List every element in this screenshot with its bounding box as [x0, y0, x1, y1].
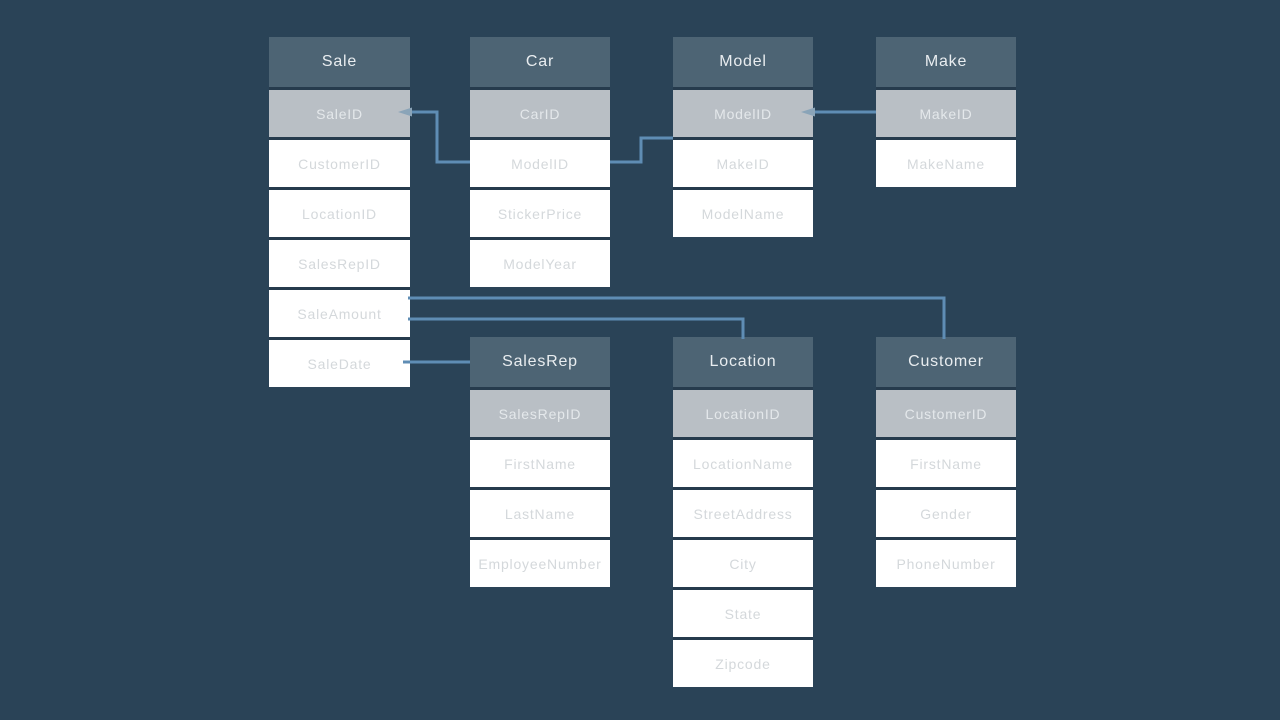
- table-make-field-makename: MakeName: [876, 137, 1016, 187]
- table-sale-field-locationid: LocationID: [269, 187, 410, 237]
- table-location-field-locationname: LocationName: [673, 437, 813, 487]
- table-car-pk-carid: CarID: [470, 87, 610, 137]
- table-salesrep: SalesRep SalesRepID FirstName LastName E…: [470, 337, 610, 587]
- table-salesrep-title: SalesRep: [470, 337, 610, 387]
- table-location-field-zipcode: Zipcode: [673, 637, 813, 687]
- table-car-field-modelyear: ModelYear: [470, 237, 610, 287]
- table-car-field-modelid: ModelID: [470, 137, 610, 187]
- table-sale-field-saleamount: SaleAmount: [269, 287, 410, 337]
- table-customer-pk-customerid: CustomerID: [876, 387, 1016, 437]
- table-location-title: Location: [673, 337, 813, 387]
- table-salesrep-pk-salesrepid: SalesRepID: [470, 387, 610, 437]
- table-model: Model ModelID MakeID ModelName: [673, 37, 813, 237]
- connector-sale-car: [410, 110, 470, 164]
- table-car: Car CarID ModelID StickerPrice ModelYear: [470, 37, 610, 287]
- table-customer: Customer CustomerID FirstName Gender Pho…: [876, 337, 1016, 587]
- table-sale: Sale SaleID CustomerID LocationID SalesR…: [269, 37, 410, 387]
- table-customer-field-gender: Gender: [876, 487, 1016, 537]
- table-customer-title: Customer: [876, 337, 1016, 387]
- table-make-title: Make: [876, 37, 1016, 87]
- table-model-field-makeid: MakeID: [673, 137, 813, 187]
- table-location-field-streetaddress: StreetAddress: [673, 487, 813, 537]
- table-sale-field-saledate: SaleDate: [269, 337, 410, 387]
- connector-car-model: [610, 136, 673, 164]
- table-location: Location LocationID LocationName StreetA…: [673, 337, 813, 687]
- table-salesrep-field-lastname: LastName: [470, 487, 610, 537]
- connector-sale-location: [408, 317, 745, 339]
- table-sale-pk-saleid: SaleID: [269, 87, 410, 137]
- table-location-pk-locationid: LocationID: [673, 387, 813, 437]
- table-car-field-stickerprice: StickerPrice: [470, 187, 610, 237]
- table-location-field-city: City: [673, 537, 813, 587]
- table-sale-field-customerid: CustomerID: [269, 137, 410, 187]
- table-sale-field-salesrepid: SalesRepID: [269, 237, 410, 287]
- table-model-title: Model: [673, 37, 813, 87]
- table-model-field-modelname: ModelName: [673, 187, 813, 237]
- table-customer-field-phonenumber: PhoneNumber: [876, 537, 1016, 587]
- table-car-title: Car: [470, 37, 610, 87]
- table-location-field-state: State: [673, 587, 813, 637]
- table-sale-title: Sale: [269, 37, 410, 87]
- table-make: Make MakeID MakeName: [876, 37, 1016, 187]
- table-salesrep-field-employeenumber: EmployeeNumber: [470, 537, 610, 587]
- table-customer-field-firstname: FirstName: [876, 437, 1016, 487]
- connector-sale-customer: [408, 296, 946, 339]
- table-make-pk-makeid: MakeID: [876, 87, 1016, 137]
- table-model-pk-modelid: ModelID: [673, 87, 813, 137]
- table-salesrep-field-firstname: FirstName: [470, 437, 610, 487]
